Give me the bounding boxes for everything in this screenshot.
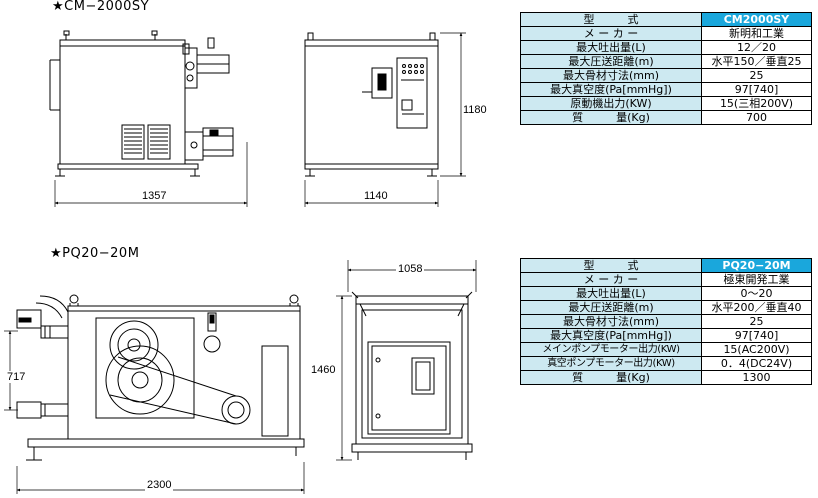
spec-value: 水平150／垂直25 xyxy=(701,54,812,69)
cm2000sy-title: ★CM−2000SY xyxy=(52,0,150,14)
table-row: 最大圧送距離(m) 水平200／垂直40 xyxy=(520,300,812,315)
table-row: 型 式 CM2000SY xyxy=(520,12,812,27)
spec-label: 最大吐出量(L) xyxy=(520,40,702,55)
spec-value: 15(AC200V) xyxy=(701,342,812,357)
spec-label: 最大圧送距離(m) xyxy=(520,300,702,315)
cm-louvers xyxy=(121,124,171,160)
spec-label: 最大吐出量(L) xyxy=(520,286,702,301)
spec-label: 原動機出力(KW) xyxy=(520,96,702,111)
cm-side-view xyxy=(49,30,234,177)
spec-value: 新明和工業 xyxy=(701,26,812,41)
table-row: 最大吐出量(L) 12／20 xyxy=(520,40,812,55)
pq-sub-height-label: 717 xyxy=(7,371,26,383)
table-row: 最大真空度(Pa[mmHg]) 97[740] xyxy=(520,328,812,343)
spec-value: 0〜20 xyxy=(701,286,812,301)
spec-value: 15(三相200V) xyxy=(701,96,812,111)
table-row: 最大圧送距離(m) 水平150／垂直25 xyxy=(520,54,812,69)
cm-front-width-label: 1140 xyxy=(362,190,390,202)
spec-label: 質 量(Kg) xyxy=(520,110,702,125)
spec-label: 最大圧送距離(m) xyxy=(520,54,702,69)
spec-value: CM2000SY xyxy=(701,12,812,27)
spec-label: 最大骨材寸法(mm) xyxy=(520,68,702,83)
cm-spec-table: 型 式 CM2000SY メ ー カ ー 新明和工業 最大吐出量(L) 12／2… xyxy=(520,12,812,125)
table-row: 質 量(Kg) 700 xyxy=(520,110,812,125)
spec-value: 25 xyxy=(701,68,812,83)
pq-front-view xyxy=(351,291,473,460)
spec-value: 25 xyxy=(701,314,812,329)
cm-height-label: 1180 xyxy=(463,104,487,116)
table-row: 質 量(Kg) 1300 xyxy=(520,370,812,385)
pq-side-view xyxy=(16,294,305,461)
table-row: 原動機出力(KW) 15(三相200V) xyxy=(520,96,812,111)
spec-label: 質 量(Kg) xyxy=(520,370,702,385)
spec-label: 真空ポンプモーター出力(KW) xyxy=(520,356,702,371)
cm-side-width-label: 1357 xyxy=(140,190,169,202)
spec-label: 型 式 xyxy=(520,258,702,273)
spec-value: 97[740] xyxy=(701,328,812,343)
spec-label: 最大真空度(Pa[mmHg]) xyxy=(520,82,702,97)
table-row: 真空ポンプモーター出力(KW) 0．4(DC24V) xyxy=(520,356,812,371)
spec-label: メ ー カ ー xyxy=(520,272,702,287)
pq-spec-table: 型 式 PQ20−20M メ ー カ ー 極東開発工業 最大吐出量(L) 0〜2… xyxy=(520,258,812,385)
table-row: メ ー カ ー 新明和工業 xyxy=(520,26,812,41)
spec-label: メインポンプモーター出力(KW) xyxy=(520,342,702,357)
pq-side-width-label: 2300 xyxy=(145,479,174,491)
pq-height-label: 1460 xyxy=(311,364,336,376)
table-row: 型 式 PQ20−20M xyxy=(520,258,812,273)
pq-front-width-label: 1058 xyxy=(396,263,425,275)
spec-label: メ ー カ ー xyxy=(520,26,702,41)
spec-label: 最大骨材寸法(mm) xyxy=(520,314,702,329)
table-row: メインポンプモーター出力(KW) 15(AC200V) xyxy=(520,342,812,357)
table-row: 最大吐出量(L) 0〜20 xyxy=(520,286,812,301)
table-row: 最大骨材寸法(mm) 25 xyxy=(520,314,812,329)
spec-value: 12／20 xyxy=(701,40,812,55)
table-row: 最大真空度(Pa[mmHg]) 97[740] xyxy=(520,82,812,97)
spec-value: 1300 xyxy=(701,370,812,385)
table-row: メ ー カ ー 極東開発工業 xyxy=(520,272,812,287)
spec-value: 極東開発工業 xyxy=(701,272,812,287)
spec-value: 700 xyxy=(701,110,812,125)
spec-value: 水平200／垂直40 xyxy=(701,300,812,315)
spec-value: PQ20−20M xyxy=(701,258,812,273)
spec-value: 97[740] xyxy=(701,82,812,97)
spec-label: 型 式 xyxy=(520,12,702,27)
pq20-20m-title: ★PQ20−20M xyxy=(50,246,140,261)
spec-value: 0．4(DC24V) xyxy=(701,356,812,371)
spec-label: 最大真空度(Pa[mmHg]) xyxy=(520,328,702,343)
table-row: 最大骨材寸法(mm) 25 xyxy=(520,68,812,83)
cm-front-view xyxy=(304,32,439,177)
